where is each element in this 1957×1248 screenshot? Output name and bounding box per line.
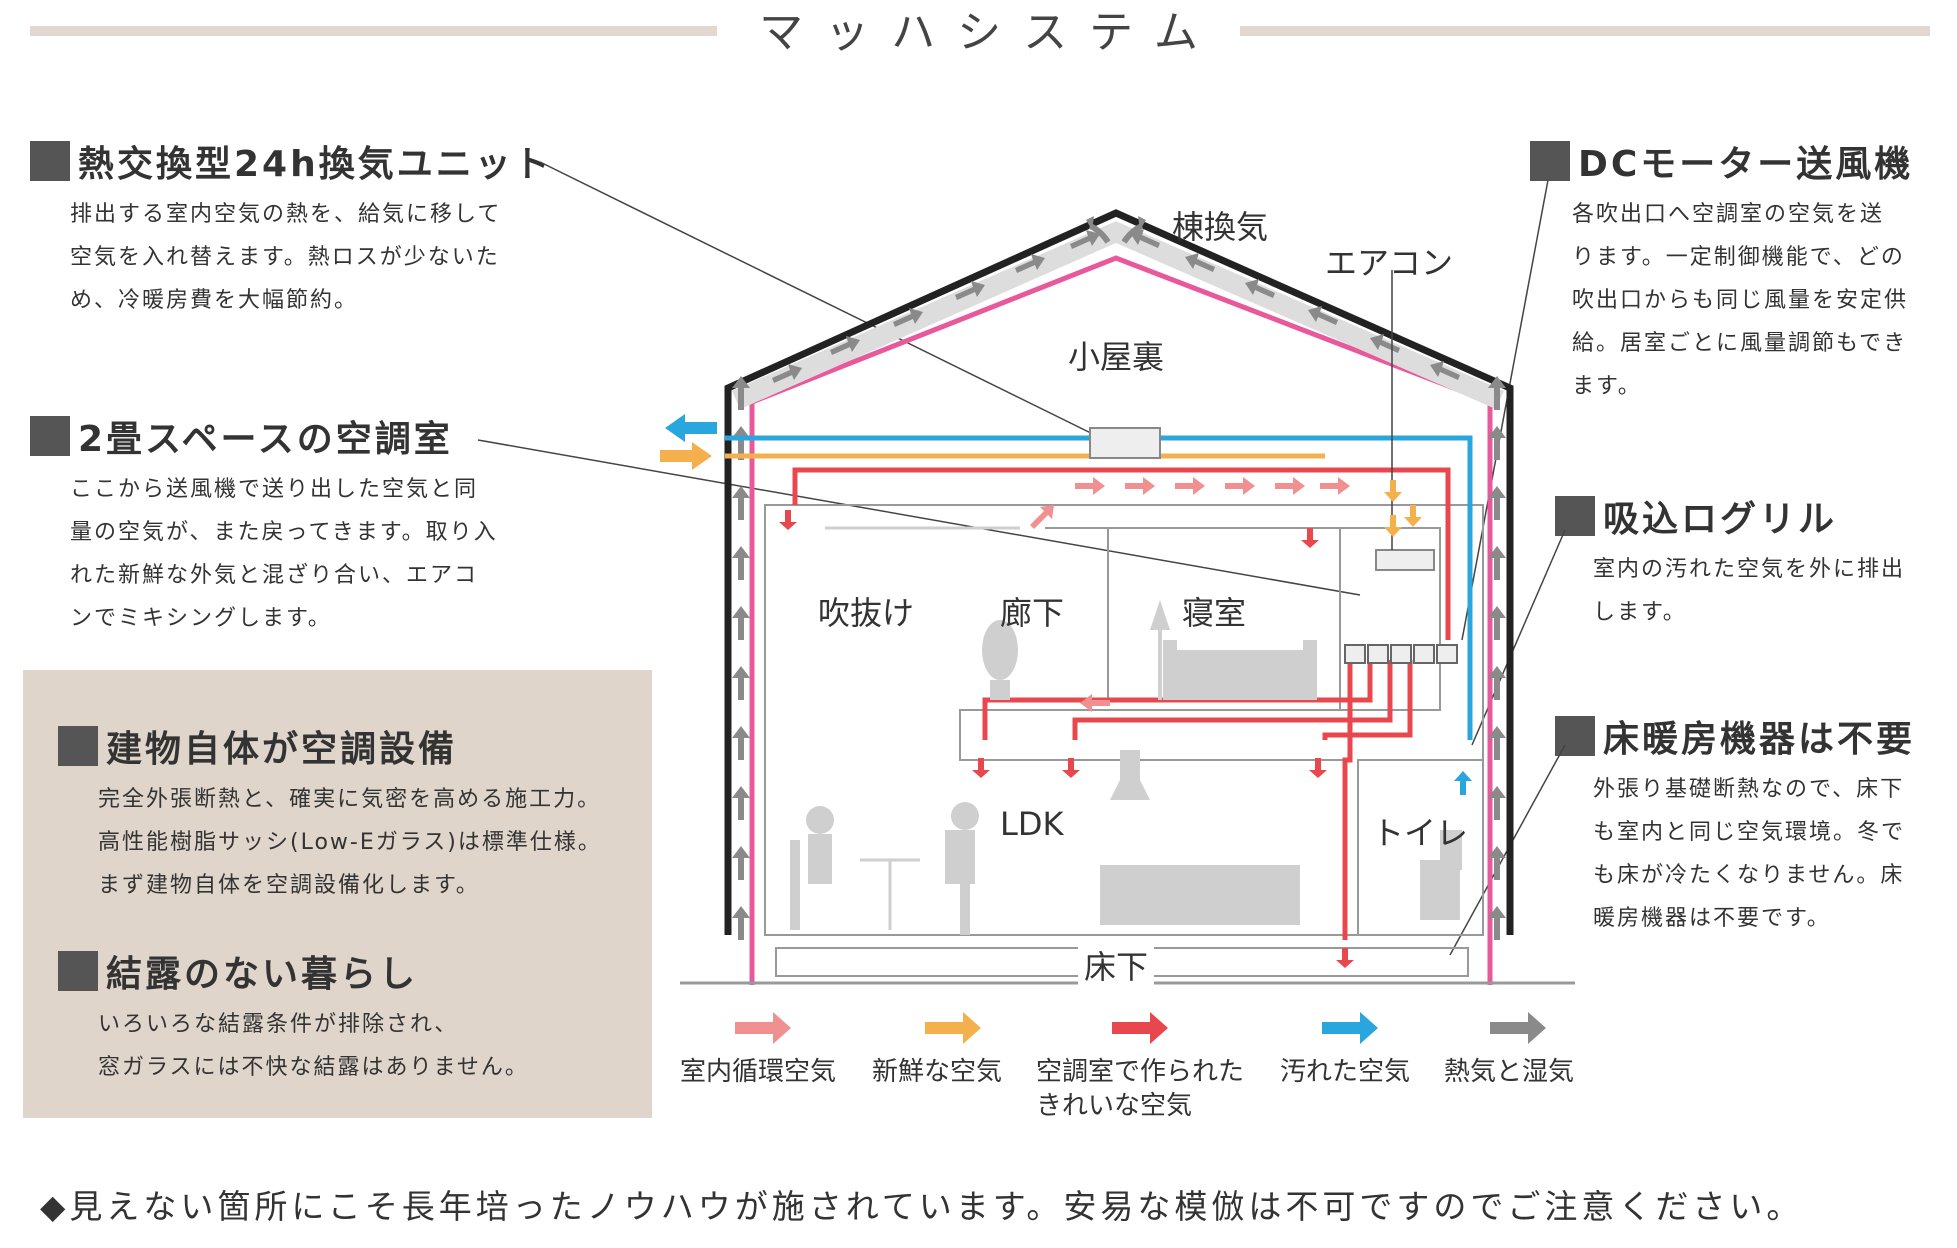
atrium-label: 吹抜け <box>818 594 915 632</box>
text-line: 吹出口からも同じ風量を安定供 <box>1572 288 1909 313</box>
insulation-line <box>749 255 1493 985</box>
text-line: 量の空気が、また戻ってきます。取り入 <box>70 520 498 545</box>
bedroom-label: 寝室 <box>1182 594 1247 632</box>
house-outline <box>724 209 1514 935</box>
floor-heating-block: 床暖房機器は不要 外張り基礎断熱なので、床下 も室内と同じ空気環境。冬で も床が… <box>1555 710 1915 940</box>
text-line: 完全外張断熱と、確実に気密を高める施工力。 <box>98 787 602 812</box>
text-line: 排出する室内空気の熱を、給気に移して <box>70 202 502 227</box>
text-line: まず建物自体を空調設備化します。 <box>98 873 480 898</box>
text-line: 給。居室ごとに風量調節もでき <box>1572 331 1908 356</box>
fresh-air-arrow <box>660 442 712 470</box>
square-bullet-icon <box>1555 496 1595 536</box>
text-line: め、冷暖房費を大幅節約。 <box>70 288 359 313</box>
text-line: 空気を入れ替えます。熱ロスが少ないた <box>70 245 500 270</box>
text-line: れた新鮮な外気と混ざり合い、エアコ <box>70 563 479 588</box>
text-line: 窓ガラスには不快な結露はありません。 <box>98 1055 529 1080</box>
dc-fan-heading: DCモーター送風機 <box>1578 144 1914 185</box>
furniture-silhouettes <box>790 600 1462 935</box>
square-bullet-icon <box>58 951 98 991</box>
legend-label-heat: 熱気と湿気 <box>1444 1057 1575 1087</box>
heat-exchanger-unit <box>1089 427 1161 459</box>
legend-label-dirty: 汚れた空気 <box>1280 1057 1411 1087</box>
building-heading: 建物自体が空調設備 <box>106 729 458 770</box>
legend-arrow-dirty <box>1322 1012 1378 1044</box>
square-bullet-icon <box>1555 716 1595 756</box>
text-line: いろいろな結露条件が排除され、 <box>98 1012 459 1037</box>
legend-arrows <box>735 1012 1546 1044</box>
title-rule-left <box>30 26 750 36</box>
square-bullet-icon <box>30 141 70 181</box>
legend-arrow-heat <box>1490 1012 1546 1044</box>
title-rule-right <box>1205 26 1930 36</box>
toilet-label: トイレ <box>1372 814 1469 852</box>
legend-label-fresh: 新鮮な空気 <box>872 1057 1003 1087</box>
supply-arrows <box>779 510 1354 968</box>
text-line: ます。 <box>1572 374 1642 399</box>
info-box-background <box>23 670 652 1118</box>
underfloor-label: 床下 <box>1078 942 1155 988</box>
building-block: 建物自体が空調設備 完全外張断熱と、確実に気密を高める施工力。 高性能樹脂サッシ… <box>58 720 602 907</box>
footer-note: ◆見えない箇所にこそ長年培ったノウハウが施されています。安易な模倣は不可ですので… <box>40 1187 1804 1226</box>
square-bullet-icon <box>1530 141 1570 181</box>
corridor-label: 廊下 <box>1000 594 1065 632</box>
floor-heating-heading: 床暖房機器は不要 <box>1603 719 1916 760</box>
heat-exchanger-block: 熱交換型24h換気ユニット 排出する室内空気の熱を、給気に移して 空気を入れ替え… <box>30 135 553 322</box>
circulation-arrows <box>1030 477 1350 712</box>
exhaust-arrow <box>665 414 717 442</box>
ac-room-block: 2畳スペースの空調室 ここから送風機で送り出した空気と同 量の空気が、また戻って… <box>30 410 498 640</box>
interior-walls <box>764 504 1484 936</box>
legend-arrow-circulation <box>735 1012 791 1044</box>
page-title: マッハシステム <box>0 0 1957 66</box>
text-line: します。 <box>1593 600 1687 625</box>
leader-lines <box>477 161 1566 956</box>
aircon-label: エアコン <box>1325 244 1454 282</box>
text-line: 室内の汚れた空気を外に排出 <box>1593 557 1906 582</box>
legend-arrow-clean <box>1112 1012 1168 1044</box>
condensation-heading: 結露のない暮らし <box>106 954 419 995</box>
text-line: ンでミキシングします。 <box>70 606 332 631</box>
square-bullet-icon <box>58 726 98 766</box>
legend-label-circulation: 室内循環空気 <box>680 1057 837 1087</box>
heat-arrows <box>732 229 1506 940</box>
dc-fan-units <box>1344 644 1458 664</box>
text-line: ります。一定制御機能で、どの <box>1572 245 1905 270</box>
dc-fan-block: DCモーター送風機 各吹出口へ空調室の空気を送 ります。一定制御機能で、どの 吹… <box>1530 135 1913 408</box>
heat-exchanger-heading: 熱交換型24h換気ユニット <box>78 144 553 185</box>
ac-room-heading: 2畳スペースの空調室 <box>78 419 453 460</box>
ldk-label: LDK <box>1000 805 1064 843</box>
text-line: ここから送風機で送り出した空気と同 <box>70 477 479 502</box>
clean-air-ducts <box>792 467 1451 940</box>
aircon-unit <box>1375 549 1435 571</box>
return-arrow <box>1454 771 1472 795</box>
ridge-vent-label: 棟換気 <box>1172 208 1269 246</box>
legend-arrow-fresh <box>925 1012 981 1044</box>
condensation-block: 結露のない暮らし いろいろな結露条件が排除され、 窓ガラスには不快な結露はありま… <box>58 945 529 1089</box>
square-bullet-icon <box>30 416 70 456</box>
text-line: 各吹出口へ空調室の空気を送 <box>1572 202 1885 227</box>
legend-label-clean: 空調室で作られた きれいな空気 <box>1036 1057 1245 1121</box>
text-line: も室内と同じ空気環境。冬で <box>1593 820 1906 845</box>
grille-heading: 吸込ログリル <box>1603 499 1838 540</box>
attic-label: 小屋裏 <box>1068 338 1165 376</box>
attic-air-gap <box>731 221 1505 410</box>
grille-block: 吸込ログリル 室内の汚れた空気を外に排出 します。 <box>1555 490 1905 634</box>
text-line: 高性能樹脂サッシ(Low-Eガラス)は標準仕様。 <box>98 830 602 855</box>
text-line: も床が冷たくなりません。床 <box>1593 863 1905 888</box>
text-line: 外張り基礎断熱なので、床下 <box>1593 777 1905 802</box>
text-line: 暖房機器は不要です。 <box>1593 906 1831 931</box>
